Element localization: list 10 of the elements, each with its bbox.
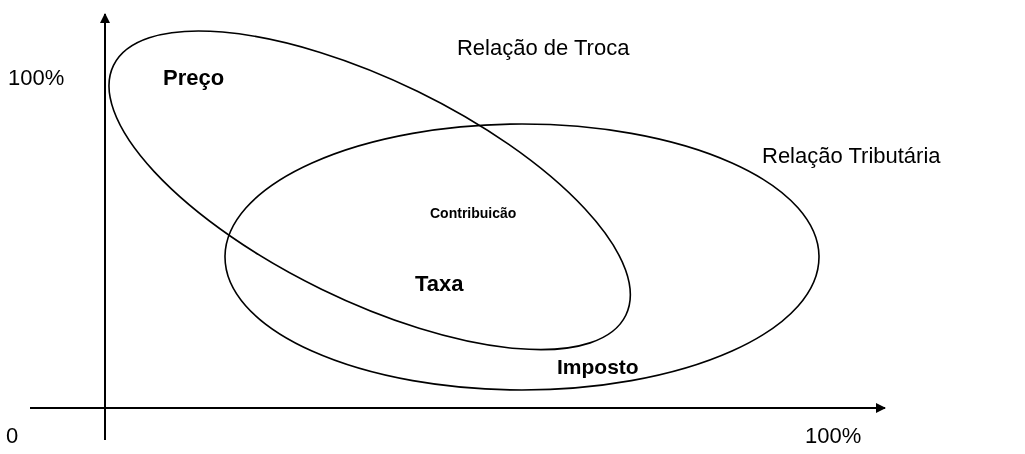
axis-label: 100%	[805, 424, 862, 449]
region-title: Relação Tributária	[762, 144, 941, 169]
category-label: Imposto	[557, 355, 639, 379]
axis-label: 100%	[8, 66, 65, 91]
axis-label: 0	[6, 424, 19, 449]
category-label: Preço	[163, 66, 225, 91]
region-title: Relação de Troca	[457, 36, 630, 61]
ellipse-region	[109, 30, 631, 350]
category-label: Taxa	[415, 272, 464, 297]
category-label: Contribuicão	[430, 206, 517, 222]
